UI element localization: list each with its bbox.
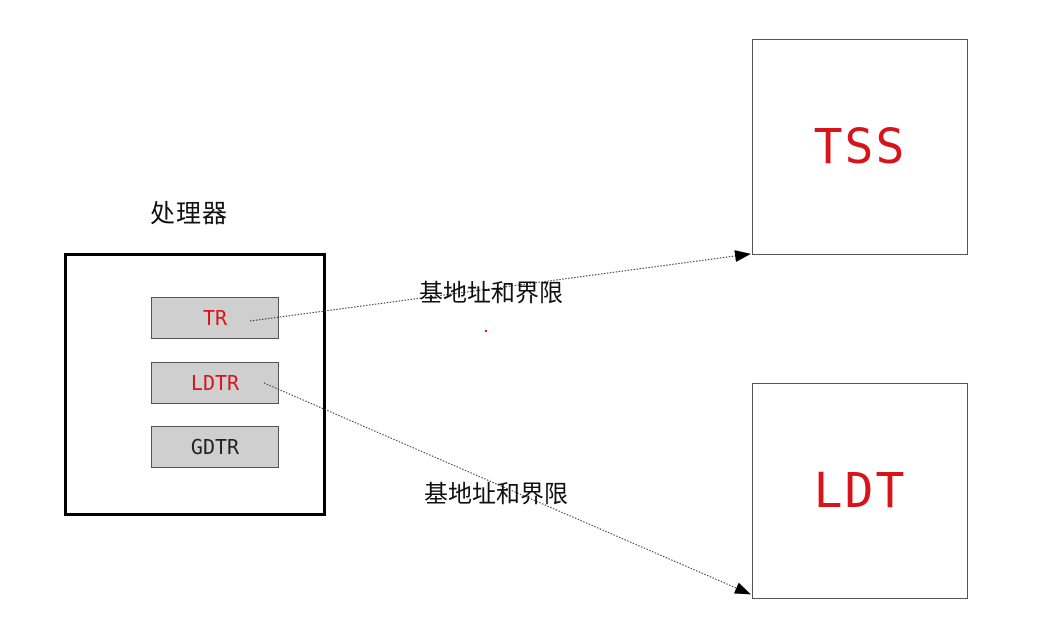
tss-box: TSS [752,39,968,255]
register-gdtr-label: GDTR [190,435,240,459]
register-ldtr: LDTR [151,362,279,404]
tss-label: TSS [813,119,907,175]
processor-box [64,253,326,516]
ldt-box: LDT [752,383,968,599]
register-ldtr-label: LDTR [190,371,240,395]
register-tr-label: TR [202,306,228,330]
tr-edge-label: 基地址和界限 [419,279,563,307]
register-tr: TR [151,297,279,339]
ldtr-edge-label: 基地址和界限 [424,480,568,508]
register-gdtr: GDTR [151,426,279,468]
ldt-label: LDT [813,463,907,519]
tr-to-tss-arrow [249,250,751,322]
stray-dot [484,329,488,333]
ldtr-to-ldt-arrow [263,382,751,595]
processor-title: 处理器 [150,199,229,228]
